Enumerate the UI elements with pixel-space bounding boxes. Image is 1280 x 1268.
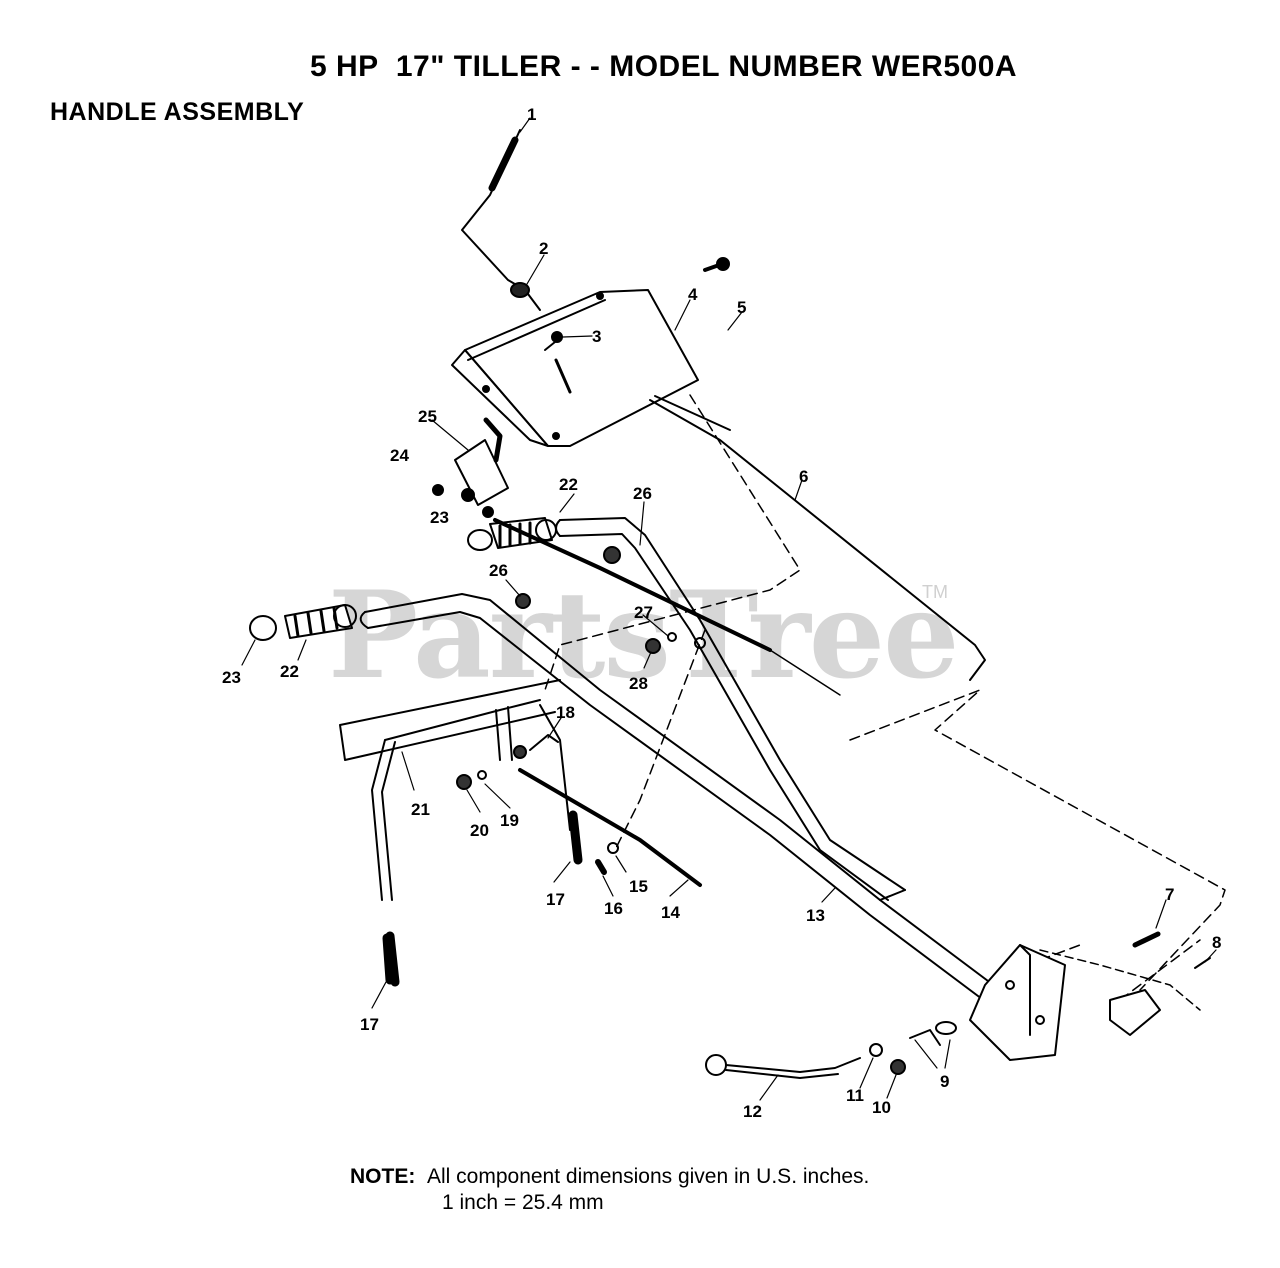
upper-handle: [555, 517, 906, 901]
callout-17-upper: 17: [546, 890, 565, 909]
hardware-part-9: [909, 1021, 957, 1046]
hardware-part-19-20: [456, 770, 487, 790]
callout-26-upper: 26: [633, 484, 652, 503]
nut-part-26-lower: [515, 593, 531, 609]
lower-panel: [339, 679, 561, 761]
callout-26-lower: 26: [489, 561, 508, 580]
transmission-stub: [1039, 949, 1201, 1036]
screw-part-3: [544, 331, 572, 394]
callout-22-lower: 22: [280, 662, 299, 681]
lever-bracket: [495, 704, 571, 831]
shift-rod-part-1: [461, 129, 541, 311]
note-text: All component dimensions given in U.S. i…: [427, 1165, 870, 1188]
spring-part-17-lower: [385, 931, 400, 987]
callout-11: 11: [846, 1086, 864, 1105]
callout-16: 16: [604, 899, 623, 918]
clutch-bracket-part-25: [454, 417, 509, 518]
nut-part-10: [890, 1059, 906, 1075]
callout-17-lower: 17: [360, 1015, 379, 1034]
control-panel-part-4: [451, 289, 699, 447]
note-line-2: 1 inch = 25.4 mm: [442, 1191, 604, 1214]
bolt-part-7: [1132, 931, 1161, 948]
callout-1: 1: [527, 105, 536, 124]
callout-24: 24: [390, 446, 409, 465]
washer-part-11: [869, 1043, 883, 1057]
callout-19: 19: [500, 811, 519, 830]
throttle-rod-part-6: [649, 395, 986, 681]
section-title: HANDLE ASSEMBLY: [50, 98, 305, 126]
grip-cap-part-23-upper: [467, 529, 493, 551]
note-label: NOTE:: [350, 1165, 416, 1188]
grip-part-22-lower: [284, 604, 357, 639]
hardware-part-15-16: [595, 842, 619, 875]
callout-6: 6: [799, 467, 808, 486]
callout-20: 20: [470, 821, 489, 840]
callout-5: 5: [737, 298, 746, 317]
callout-28: 28: [629, 674, 648, 693]
callout-14: 14: [661, 903, 680, 922]
callout-2: 2: [539, 239, 548, 258]
hardware-part-27-28: [645, 632, 706, 654]
diagram-title: 5 HP 17" TILLER - - MODEL NUMBER WER500A: [310, 50, 1018, 83]
handle-bracket: [969, 944, 1066, 1061]
cable-part-14: [518, 768, 702, 887]
note-line-1: NOTE: All component dimensions given in …: [350, 1164, 869, 1190]
callout-12: 12: [743, 1102, 762, 1121]
callout-13: 13: [806, 906, 825, 925]
callout-3: 3: [592, 327, 601, 346]
callout-21: 21: [411, 800, 430, 819]
callout-27: 27: [634, 603, 653, 622]
depth-rod-part-12: [705, 1054, 861, 1079]
watermark-trademark: TM: [922, 582, 948, 602]
callout-7: 7: [1165, 885, 1174, 904]
dimension-note: NOTE: All component dimensions given in …: [350, 1164, 869, 1214]
clip-part-18: [513, 734, 559, 759]
nut-part-26-upper: [603, 546, 621, 564]
callout-23-upper: 23: [430, 508, 449, 527]
callout-labels: 1 2 3 4 5 6 7 8 9 10 11 12 13 14 15 16 1…: [222, 105, 1221, 1121]
callout-23-lower: 23: [222, 668, 241, 687]
leader-lines: [241, 117, 1217, 1101]
callout-22-upper: 22: [559, 475, 578, 494]
spring-part-17-upper: [568, 810, 583, 865]
callout-18: 18: [556, 703, 575, 722]
callout-9: 9: [940, 1072, 949, 1091]
clutch-cable: [493, 518, 841, 696]
screw-part-24: [432, 484, 444, 496]
nut-part-2: [510, 282, 530, 298]
grip-cap-part-23-lower: [249, 615, 277, 641]
bolt-part-5: [703, 257, 730, 272]
callout-10: 10: [872, 1098, 891, 1117]
callout-8: 8: [1212, 933, 1221, 952]
callout-4: 4: [688, 285, 698, 304]
callout-15: 15: [629, 877, 648, 896]
callout-25: 25: [418, 407, 437, 426]
shift-lever-part-21: [371, 699, 541, 985]
lower-handle-part-13: [359, 593, 1001, 1006]
